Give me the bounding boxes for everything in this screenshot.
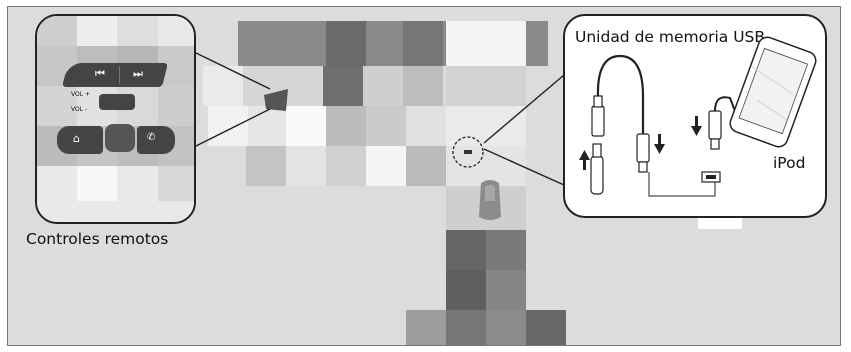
usb-port-icon [702,172,720,182]
usb-connection-illustration [565,16,827,218]
skip-back-icon: ⏮ [95,67,105,81]
usb-flash-drive-icon [591,144,603,194]
skip-forward-icon: ⏭ [133,67,143,81]
selector-button [105,124,135,152]
insert-arrow-down-icon [654,116,702,154]
ipod-device-icon [728,35,819,149]
remote-controls-label: Controles remotos [26,230,168,248]
volume-rocker [99,94,135,110]
volume-up-label: VOL + [71,91,90,98]
home-icon: ⌂ [73,132,80,145]
diagram-frame: ⏮ ⏭ VOL + VOL - ⌂ ✆ Controles remotos Un… [7,6,841,346]
usb-device-callout: Unidad de memoria USB iPod [563,14,827,218]
voice-icon: ✆ [147,132,155,143]
remote-controls-callout: ⏮ ⏭ VOL + VOL - ⌂ ✆ [35,14,196,224]
voice-button [137,126,175,154]
home-button [57,126,103,154]
track-buttons [62,63,168,87]
volume-down-label: VOL - [71,106,87,113]
insert-arrow-up-icon [579,150,590,170]
